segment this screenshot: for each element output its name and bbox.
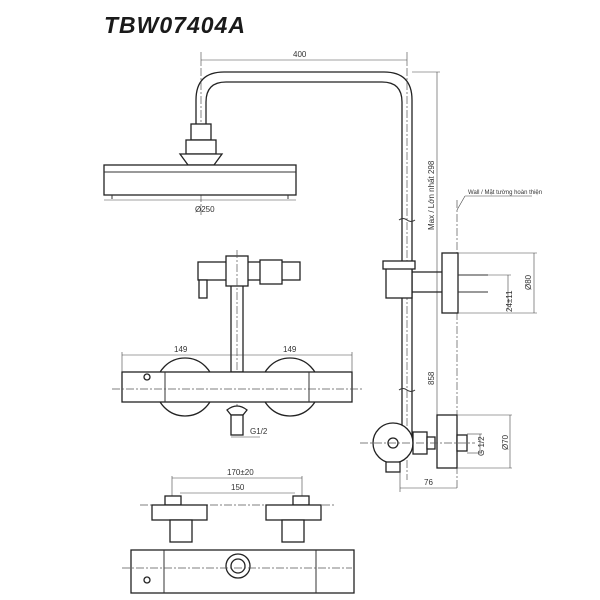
dim-bracket-diameter: Ø80: [524, 274, 533, 290]
dim-150: 150: [231, 483, 245, 492]
slide-bar-front: [197, 250, 301, 415]
dim-outlet-thread: G1/2: [250, 427, 268, 436]
dim-400: 400: [293, 50, 307, 59]
dimension-height: Max / Lớn nhất 298 858: [412, 71, 440, 440]
mixer-top: 170±20 150: [122, 468, 355, 594]
dim-149-right: 149: [283, 345, 297, 354]
dim-flange-diameter: Ø70: [501, 434, 510, 450]
dim-g12-flange: G 1/2: [477, 436, 486, 456]
wall-bracket: 24±11 Ø80: [382, 252, 537, 314]
dim-858: 858: [427, 371, 436, 385]
dimension-arm: 400: [200, 50, 408, 66]
wall-label: Wall / Mặt tường hoàn thiện: [468, 190, 542, 196]
dim-76: 76: [424, 478, 433, 487]
dim-inlet-spacing: 170±20: [227, 468, 254, 477]
wall-line: Wall / Mặt tường hoàn thiện: [456, 190, 542, 490]
product-code-title: TBW07404A: [104, 12, 246, 38]
dim-head-diameter: Ø250: [195, 205, 215, 214]
dim-max-height: Max / Lớn nhất 298: [427, 160, 436, 230]
mixer-front: 149 149 G1/2: [112, 345, 362, 438]
dim-149-left: 149: [174, 345, 188, 354]
dim-24: 24±11: [505, 290, 514, 312]
diverter-side: G 1/2 Ø70 76: [360, 414, 512, 492]
shower-head: Ø250: [103, 123, 297, 214]
